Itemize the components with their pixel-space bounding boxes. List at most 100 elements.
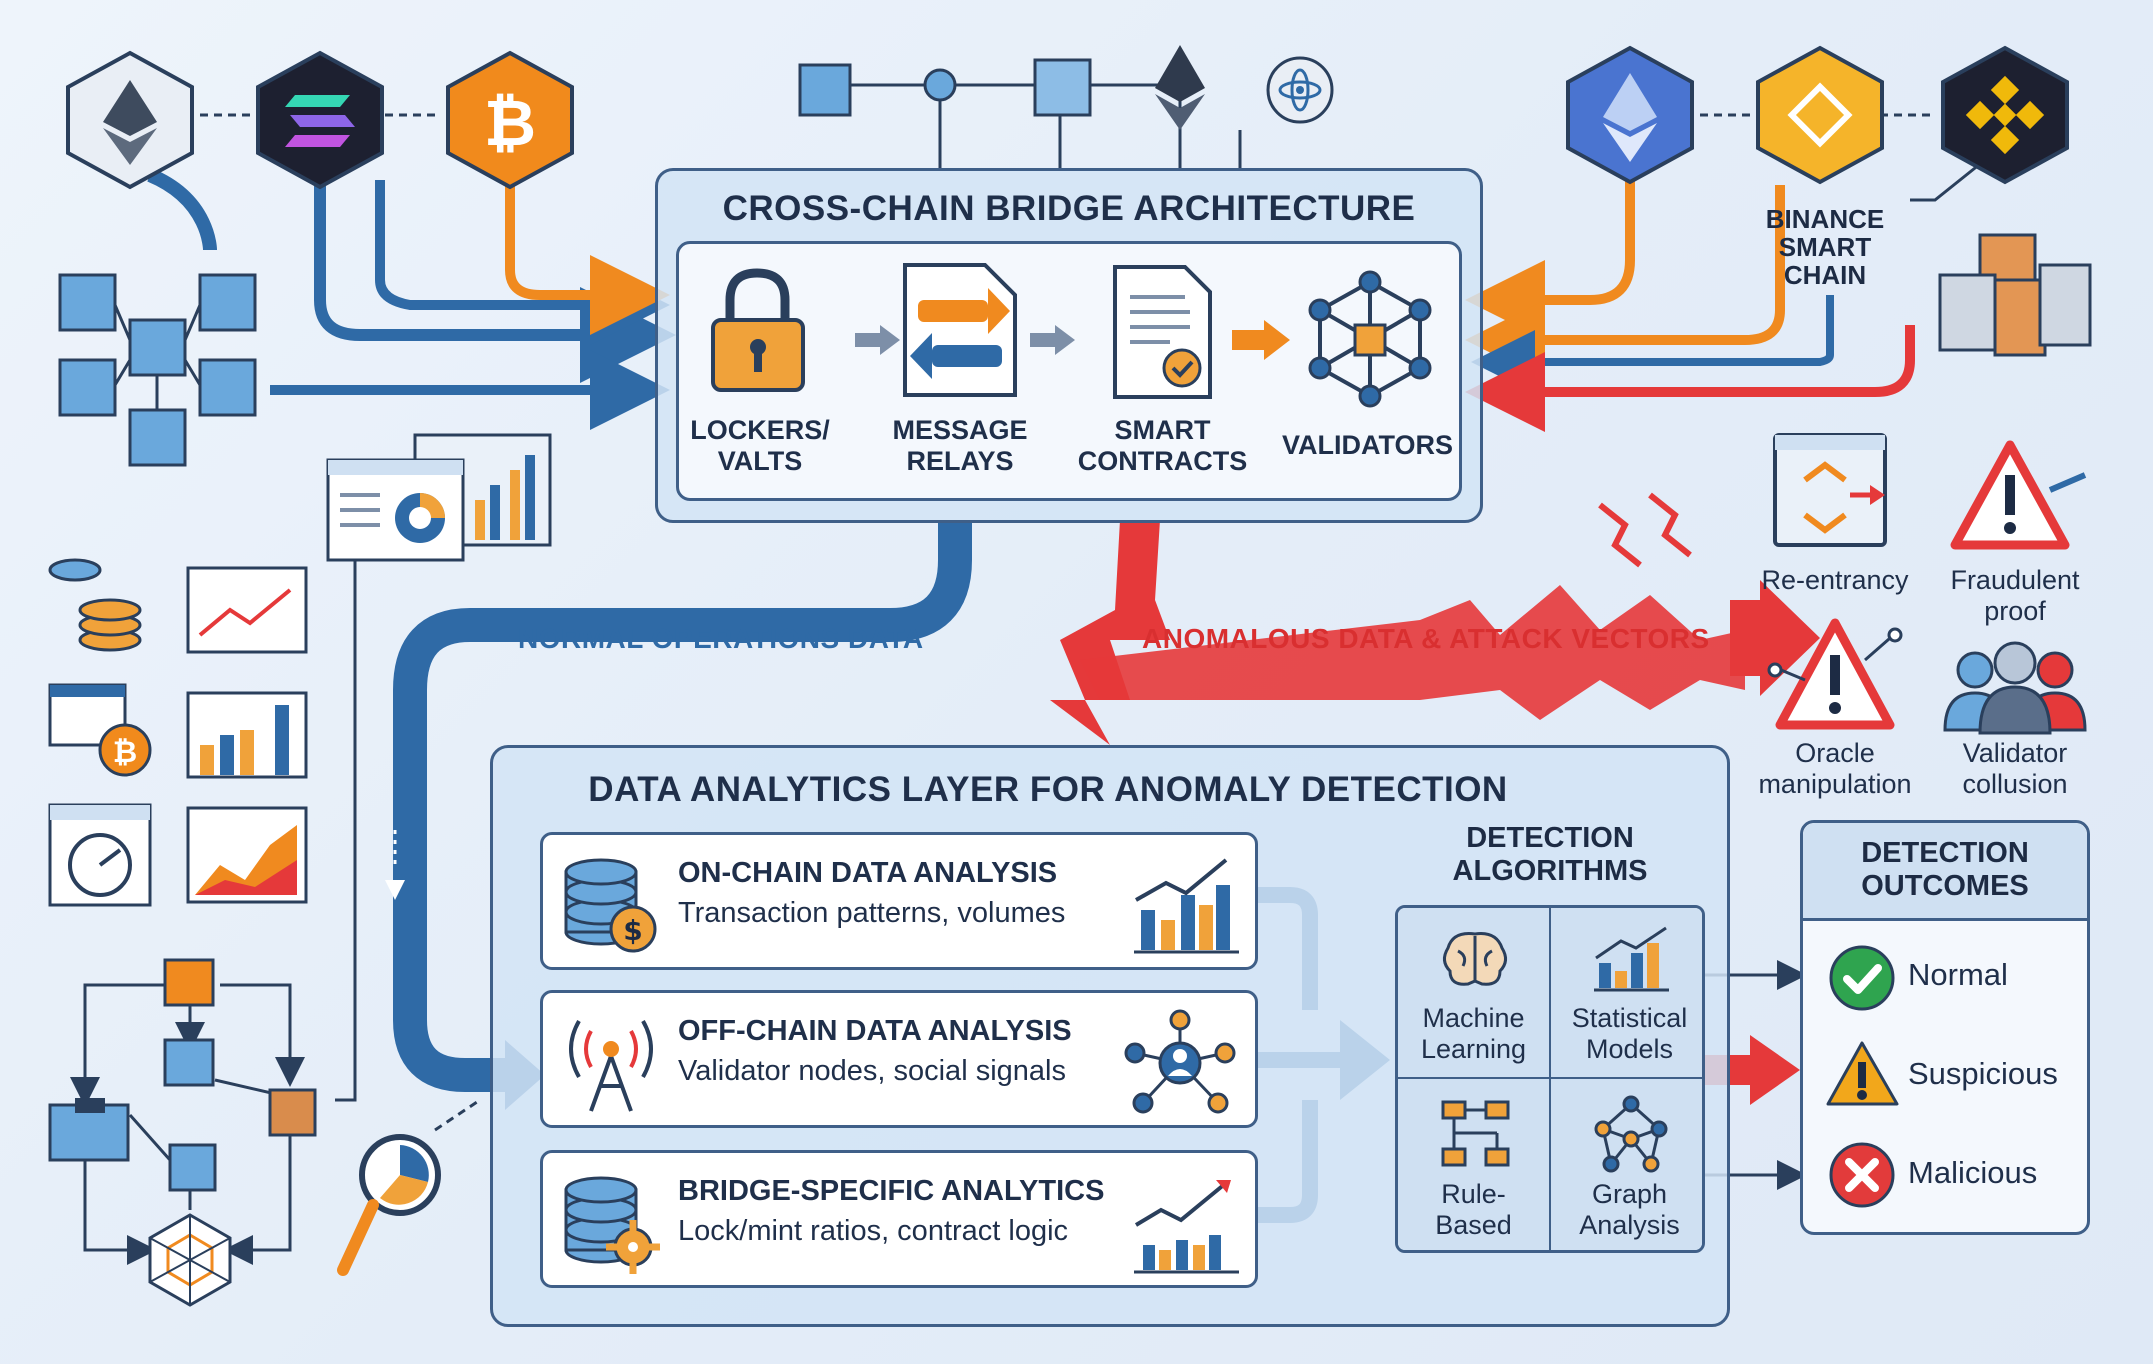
- threat-oracle-manipulation: Oracle manipulation: [1740, 738, 1930, 800]
- bridge-title: CROSS-CHAIN BRIDGE ARCHITECTURE: [722, 189, 1416, 228]
- outcome-malicious: Malicious: [1908, 1155, 2038, 1190]
- bitcoin-report-icon: ₿: [48, 683, 152, 777]
- rule-line-1: Rule-: [1441, 1179, 1506, 1209]
- algorithm-rule-based[interactable]: Rule-Based: [1398, 1079, 1551, 1250]
- orange-block-node-icon: [163, 958, 215, 1007]
- magnifier-chart-icon: [337, 1134, 441, 1276]
- graph-line-1: Graph: [1591, 1179, 1668, 1209]
- graph-line-2: Analysis: [1579, 1210, 1680, 1240]
- component-label-lockers: LOCKERS/ VALTS: [680, 415, 840, 477]
- database-dollar-icon: $: [564, 858, 657, 953]
- trend-chart-icon: [1134, 1180, 1239, 1274]
- binance-label-line-2: SMART: [1778, 232, 1872, 262]
- signal-tower-icon: [569, 1020, 653, 1112]
- message-relay-icon: [903, 263, 1017, 397]
- server-stack-icon: [1938, 233, 2092, 357]
- re-entrancy-line-1: Re-entrancy: [1761, 565, 1909, 595]
- smart-contract-icon: [1113, 265, 1212, 399]
- gauge-monitor-icon: [48, 803, 152, 907]
- bridge-specific-subtitle: Lock/mint ratios, contract logic: [678, 1215, 1069, 1247]
- lockers-label-line-1: LOCKERS/: [690, 415, 830, 445]
- bnb-gold-chain-icon: [1756, 45, 1884, 185]
- component-label-relays: MESSAGE RELAYS: [880, 415, 1040, 477]
- x-circle-icon: [1829, 1142, 1895, 1208]
- database-gear-icon: [564, 1176, 660, 1274]
- warning-triangle-icon: [1826, 1041, 1899, 1106]
- blue-block-node-icon: [168, 1143, 217, 1192]
- ethereum-chain-icon: [66, 50, 194, 190]
- database-coins-icon: [48, 558, 142, 652]
- contracts-label-line-1: SMART: [1114, 415, 1211, 445]
- outcomes-header: [1803, 823, 2087, 921]
- blockchain-blocks-icon: [58, 273, 257, 467]
- outcomes-title: DETECTION OUTCOMES: [1803, 837, 2087, 903]
- on-chain-title: ON-CHAIN DATA ANALYSIS: [678, 857, 1058, 889]
- svg-text:₿: ₿: [113, 735, 137, 770]
- area-chart-icon: [186, 806, 308, 904]
- arrow-right-icon: [1030, 325, 1075, 355]
- validators-label-line-1: VALIDATORS: [1281, 430, 1453, 460]
- on-chain-subtitle: Transaction patterns, volumes: [678, 897, 1066, 929]
- bridge-specific-analytics-row[interactable]: BRIDGE-SPECIFIC ANALYTICS Lock/mint rati…: [540, 1150, 1258, 1288]
- network-node-icon: [923, 68, 957, 102]
- contracts-label-line-2: CONTRACTS: [1077, 446, 1248, 476]
- fraudulent-line-1: Fraudulent: [1950, 565, 2080, 595]
- oracle-line-2: manipulation: [1758, 769, 1912, 799]
- binance-chain-label: BINANCE SMART CHAIN: [1745, 205, 1905, 289]
- solana-chain-icon: [256, 50, 384, 190]
- fraudulent-line-2: proof: [1984, 596, 2046, 626]
- flowchart-icon: [1441, 1100, 1510, 1167]
- lockers-label-line-2: VALTS: [717, 446, 803, 476]
- ml-line-1: Machine: [1422, 1003, 1525, 1033]
- oracle-manipulation-warning-icon: [1767, 618, 1903, 730]
- off-chain-analysis-row[interactable]: OFF-CHAIN DATA ANALYSIS Validator nodes,…: [540, 990, 1258, 1128]
- growth-chart-icon: [1134, 858, 1239, 954]
- algorithms-title: DETECTION ALGORITHMS: [1390, 822, 1710, 888]
- folder-block-node-icon: [48, 1098, 130, 1162]
- analytics-title: DATA ANALYTICS LAYER FOR ANOMALY DETECTI…: [588, 770, 1508, 809]
- graph-network-icon: [1594, 1095, 1668, 1173]
- collusion-line-2: collusion: [1962, 769, 2068, 799]
- oracle-line-1: Oracle: [1795, 738, 1875, 768]
- outcome-suspicious: Suspicious: [1908, 1056, 2058, 1091]
- atom-node-icon: [1266, 56, 1334, 124]
- orange-block-node-icon: [268, 1088, 317, 1137]
- off-chain-title: OFF-CHAIN DATA ANALYSIS: [678, 1015, 1072, 1047]
- component-label-validators: VALIDATORS: [1270, 430, 1465, 461]
- validator-network-icon: [1308, 270, 1432, 408]
- off-chain-subtitle: Validator nodes, social signals: [678, 1055, 1066, 1087]
- dashboard-chart-icon: [326, 433, 552, 562]
- brain-icon: [1443, 932, 1507, 986]
- blue-block-node-icon: [163, 1038, 215, 1087]
- arrow-right-icon: [855, 325, 900, 355]
- anomalous-data-label: ANOMALOUS DATA & ATTACK VECTORS: [1142, 623, 1710, 654]
- stats-line-2: Models: [1585, 1034, 1674, 1064]
- social-network-icon: [1124, 1009, 1236, 1114]
- collusion-line-1: Validator: [1962, 738, 2068, 768]
- svg-text:₿: ₿: [484, 87, 536, 161]
- normal-operations-label: NORMAL OPERATIONS DATA: [518, 623, 924, 654]
- bitcoin-chain-icon: ₿: [446, 50, 574, 190]
- on-chain-analysis-row[interactable]: $ ON-CHAIN DATA ANALYSIS Transaction pat…: [540, 832, 1258, 970]
- ethereum-node-icon: [1155, 45, 1205, 130]
- line-chart-icon: [186, 566, 308, 654]
- spider-web-node-icon: [148, 1213, 232, 1307]
- stats-line-1: Statistical: [1571, 1003, 1688, 1033]
- binance-chain-icon: [1941, 45, 2069, 185]
- bar-chart-icon: [186, 691, 308, 779]
- outcomes-title-line-2: OUTCOMES: [1861, 870, 2029, 902]
- outcomes-title-line-1: DETECTION: [1861, 837, 2029, 869]
- cube-node-icon: [1033, 58, 1092, 117]
- ethereum-blue-chain-icon: [1566, 45, 1694, 185]
- binance-label-line-1: BINANCE: [1765, 204, 1885, 234]
- ml-line-2: Learning: [1420, 1034, 1527, 1064]
- threat-validator-collusion: Validator collusion: [1935, 738, 2095, 800]
- relays-label-line-1: MESSAGE: [892, 415, 1028, 445]
- svg-text:$: $: [623, 914, 642, 947]
